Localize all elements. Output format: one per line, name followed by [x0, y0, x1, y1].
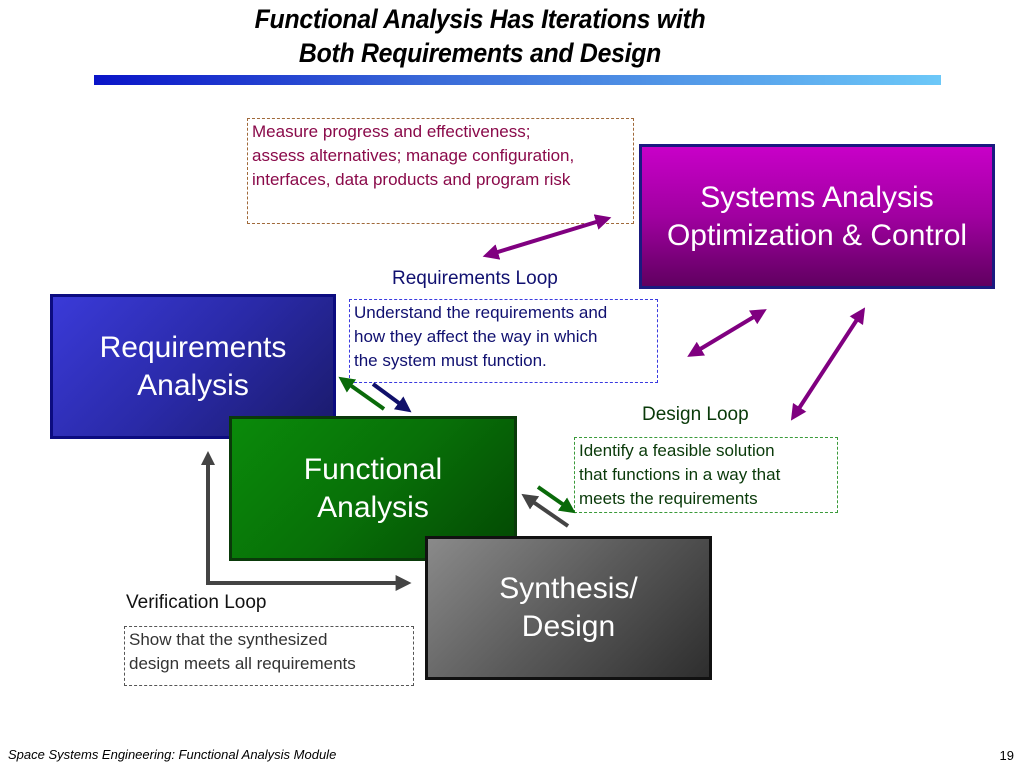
- slide-title-line-1: Functional Analysis Has Iterations with: [254, 4, 706, 34]
- arrow-systems-to-design-loop: [790, 307, 866, 421]
- verification-up-arrowhead: [201, 451, 215, 465]
- systems-analysis-label: Systems Analysis Optimization & Control: [666, 180, 968, 252]
- systems-analysis-box: Systems Analysis Optimization & Control: [639, 144, 995, 289]
- page-number: 19: [999, 748, 1014, 763]
- requirements-loop-label: Requirements Loop: [392, 268, 558, 289]
- requirements-analysis-label: Requirements Analysis: [99, 330, 287, 402]
- arrow-systems-to-requirements-loop: [482, 214, 612, 260]
- design-loop-label: Design Loop: [642, 404, 749, 425]
- verification-loop-note: Show that the synthesized design meets a…: [124, 626, 414, 686]
- title-underline-bar: [94, 75, 941, 85]
- requirements-analysis-box: Requirements Analysis: [50, 294, 336, 439]
- systems-analysis-note: Measure progress and effectiveness; asse…: [247, 118, 634, 224]
- arrow-requirements-to-functional: [371, 382, 412, 413]
- synthesis-design-label: Synthesis/ Design: [499, 572, 638, 643]
- functional-analysis-label: Functional Analysis: [303, 452, 443, 524]
- requirements-loop-note: Understand the requirements and how they…: [349, 299, 658, 383]
- slide-title: Functional Analysis Has Iterations with …: [121, 2, 839, 70]
- footer-module-name: Space Systems Engineering: Functional An…: [8, 747, 337, 762]
- synthesis-design-box: Synthesis/ Design: [425, 536, 712, 680]
- arrow-functional-to-synthesis: [536, 485, 576, 514]
- arrow-functional-to-requirements: [338, 376, 386, 411]
- verification-loop-label: Verification Loop: [126, 592, 267, 613]
- design-loop-note: Identify a feasible solution that functi…: [574, 437, 838, 513]
- arrow-synthesis-to-functional: [521, 493, 570, 528]
- arrow-systems-to-functional: [687, 309, 767, 357]
- slide-title-line-2: Both Requirements and Design: [298, 38, 662, 68]
